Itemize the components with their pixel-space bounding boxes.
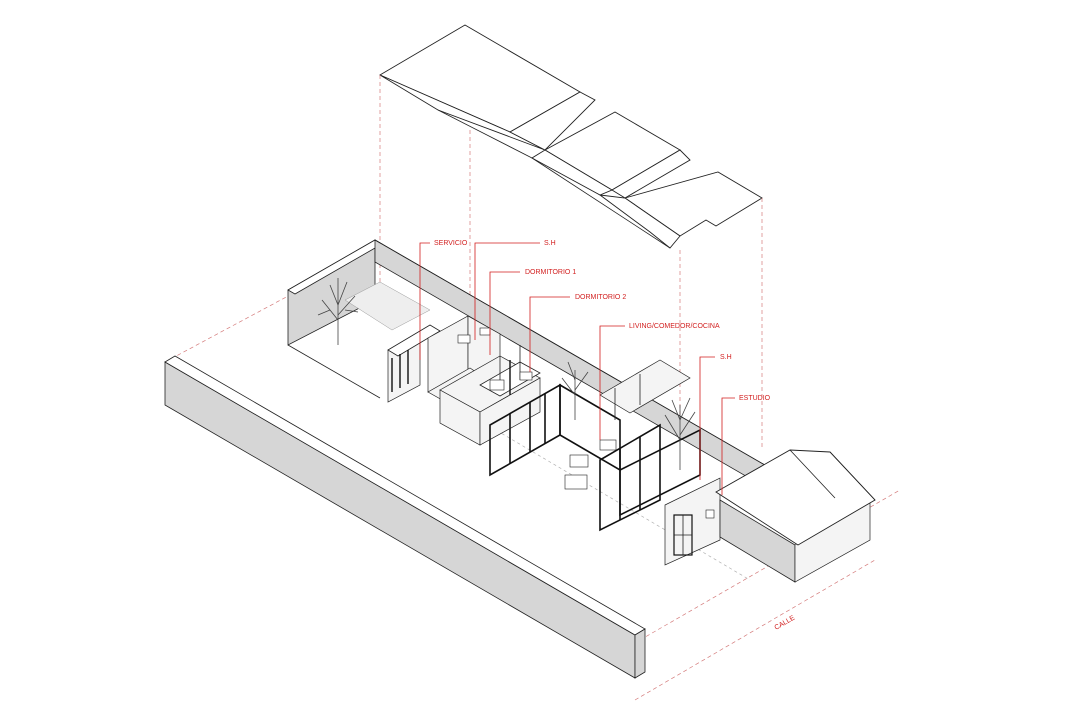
- front-garage: [715, 449, 876, 583]
- tree-icon: [664, 397, 696, 470]
- boundary-wall-back: [287, 239, 778, 491]
- label-estudio: ESTUDIO: [739, 395, 771, 402]
- living-block: [489, 359, 691, 490]
- bedroom-block: [439, 345, 541, 446]
- back-patio: [317, 278, 431, 345]
- exploded-roof: [379, 24, 763, 249]
- label-living-comedor-cocina: LIVING/COMEDOR/COCINA: [629, 323, 720, 330]
- label-servicio: SERVICIO: [434, 240, 468, 247]
- label-dormitorio-1: DORMITORIO 1: [525, 269, 576, 276]
- label-dormitorio-2: DORMITORIO 2: [575, 294, 626, 301]
- tree-icon: [317, 278, 359, 345]
- tree-icon: [561, 361, 589, 420]
- label-sh-1: S.H: [544, 240, 556, 247]
- label-sh-2: S.H: [720, 354, 732, 361]
- projection-lines: [379, 75, 763, 450]
- boundary-wall-left: [164, 355, 646, 679]
